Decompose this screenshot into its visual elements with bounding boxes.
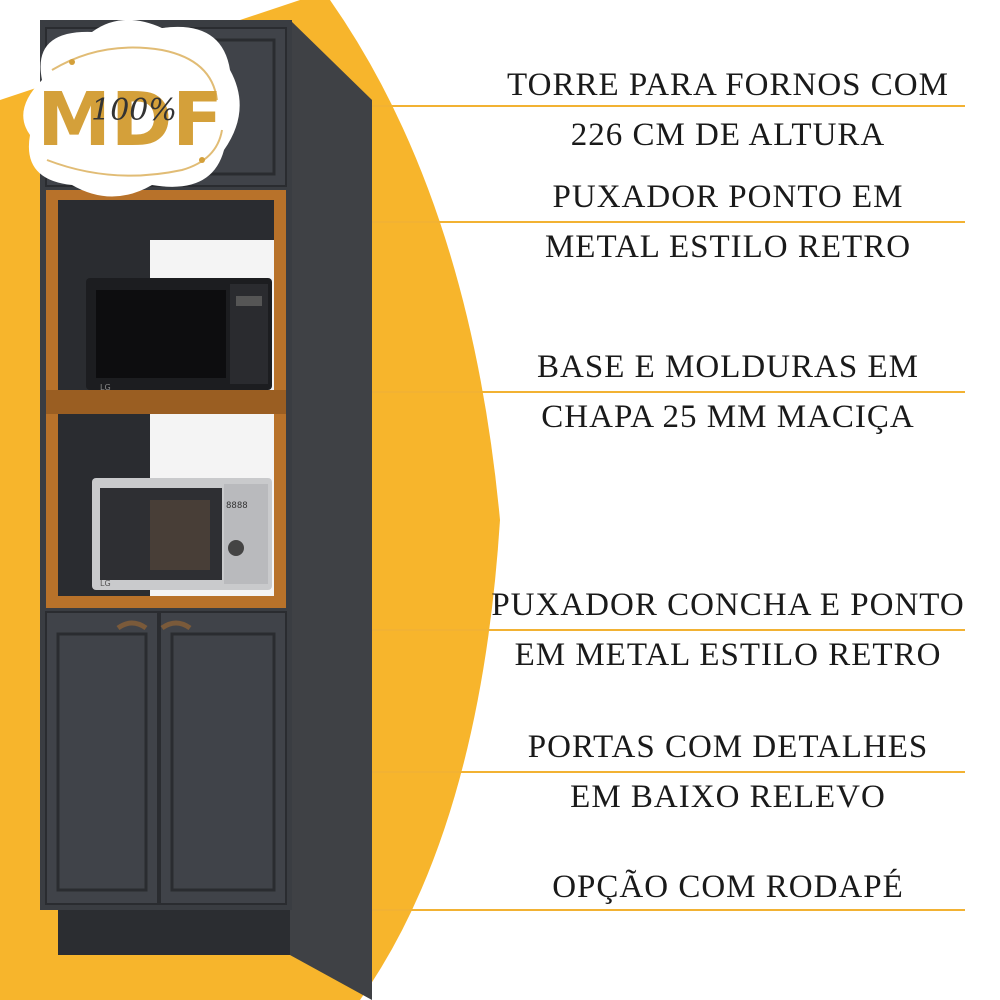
- feature-base-frames-line2: CHAPA 25 MM MACIÇA: [541, 399, 915, 435]
- feature-plinth-line1: OPÇÃO COM RODAPÉ: [552, 869, 904, 905]
- cabinet-side-panel: [290, 20, 372, 1000]
- feature-plinth: OPÇÃO COM RODAPÉ: [468, 862, 988, 912]
- microwave-top-brand: LG: [100, 383, 111, 392]
- feature-handle-shell: PUXADOR CONCHA E PONTO EM METAL ESTILO R…: [468, 580, 988, 680]
- microwave-bottom-display: 8888: [226, 501, 248, 511]
- feature-doors-line2: EM BAIXO RELEVO: [570, 779, 886, 815]
- feature-handle-shell-line2: EM METAL ESTILO RETRO: [514, 637, 942, 673]
- feature-handle-point-line1: PUXADOR PONTO EM: [552, 179, 904, 215]
- shell-handle-left: [116, 620, 148, 631]
- feature-height: TORRE PARA FORNOS COM 226 CM DE ALTURA: [468, 60, 988, 160]
- niche-shelf: [46, 390, 286, 414]
- badge-brand: MDF: [37, 77, 223, 163]
- shell-handle-right: [160, 620, 192, 631]
- badge-percent: 100%: [91, 93, 177, 128]
- feature-handle-point-line2: METAL ESTILO RETRO: [544, 229, 912, 265]
- lower-doors: [45, 611, 287, 905]
- feature-base-frames: BASE E MOLDURAS EM CHAPA 25 MM MACIÇA: [468, 342, 988, 442]
- mdf-badge: MDF 100%: [23, 19, 240, 197]
- feature-base-frames-line1: BASE E MOLDURAS EM: [537, 349, 919, 385]
- microwave-bottom: 8888 LG: [92, 478, 272, 590]
- feature-doors-line1: PORTAS COM DETALHES: [527, 729, 929, 765]
- feature-height-line2: 226 CM DE ALTURA: [570, 117, 886, 153]
- cabinet-plinth: [58, 905, 290, 955]
- microwave-bottom-brand: LG: [100, 579, 111, 588]
- feature-handle-shell-line1: PUXADOR CONCHA E PONTO: [491, 587, 965, 623]
- feature-doors: PORTAS COM DETALHES EM BAIXO RELEVO: [468, 722, 988, 822]
- feature-height-line1: TORRE PARA FORNOS COM: [507, 67, 949, 103]
- feature-handle-point: PUXADOR PONTO EM METAL ESTILO RETRO: [468, 172, 988, 272]
- microwave-top: LG: [86, 278, 272, 392]
